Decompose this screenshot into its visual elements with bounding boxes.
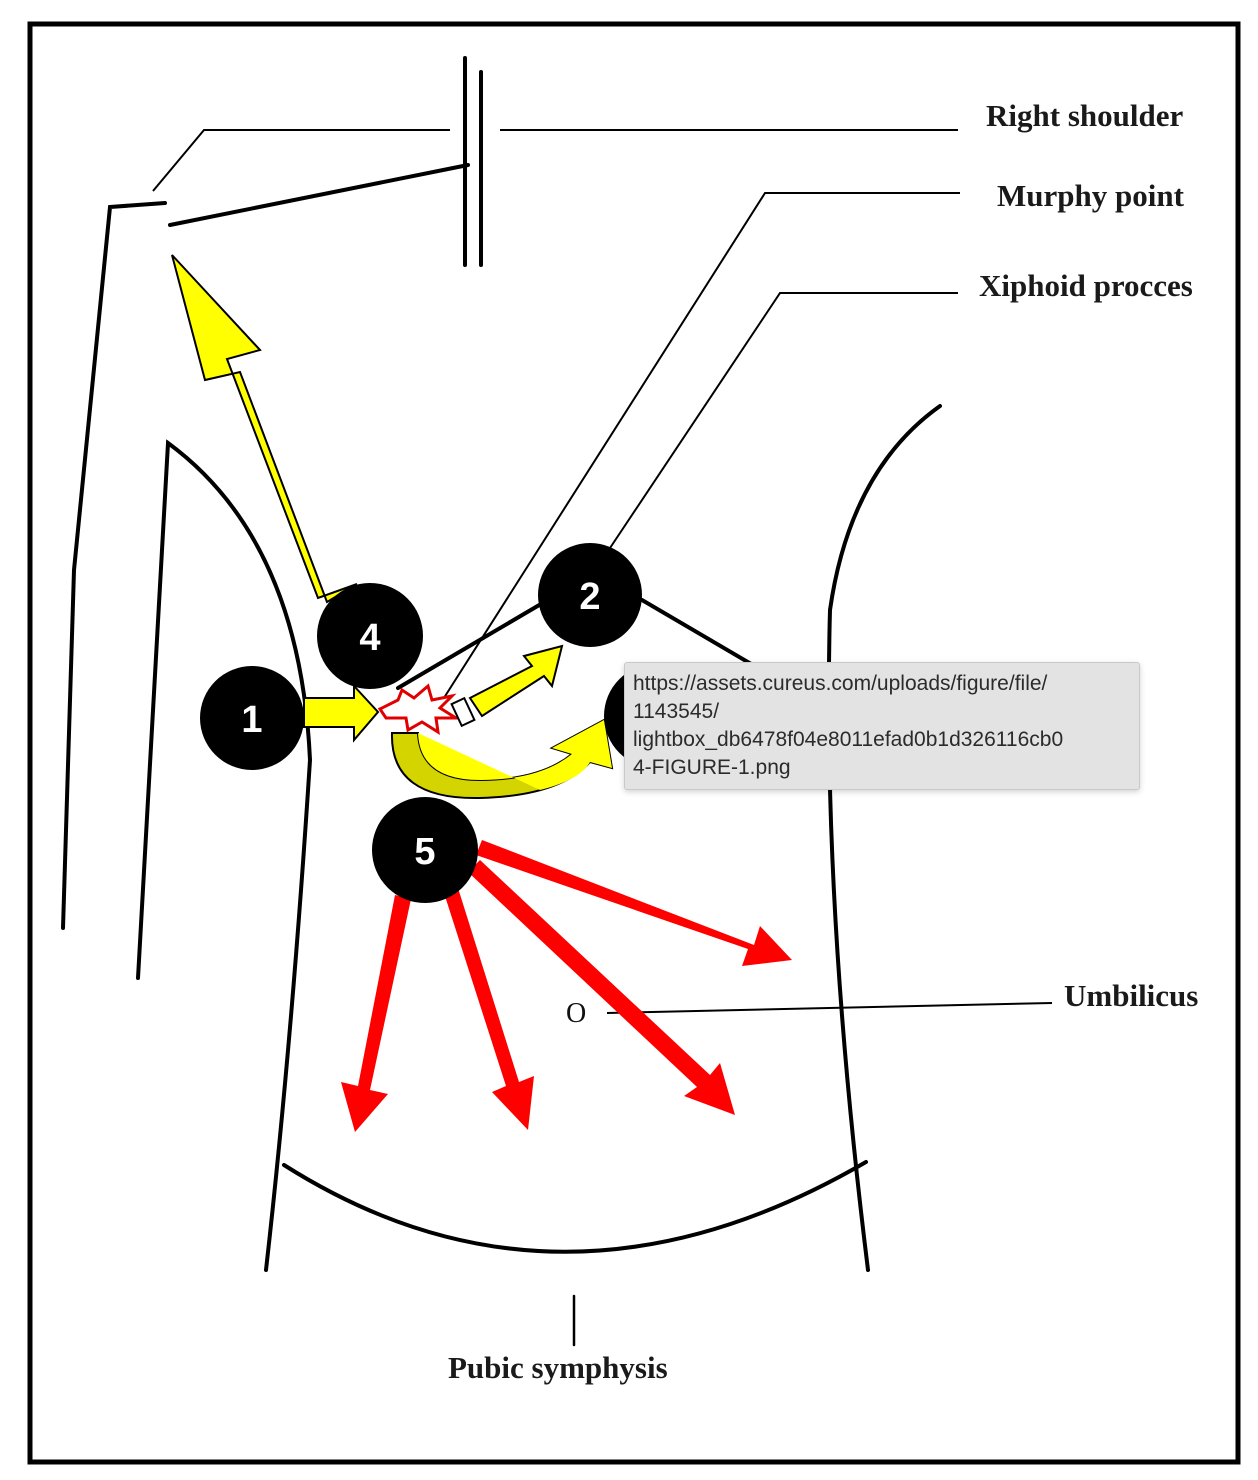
marker-2: 2 — [538, 543, 642, 647]
tooltip-line-4: 4-FIGURE-1.png — [633, 756, 791, 779]
label-pubic-symphysis: Pubic symphysis — [448, 1350, 668, 1385]
arrow-toward-2 — [468, 644, 564, 718]
marker-4: 4 — [317, 583, 423, 689]
body-outline — [61, 56, 942, 1347]
marker-2-label: 2 — [579, 576, 600, 618]
arrow-from-1 — [303, 683, 380, 743]
label-right-shoulder: Right shoulder — [986, 98, 1183, 133]
pain-starburst — [377, 683, 462, 735]
label-murphy-point: Murphy point — [997, 178, 1185, 213]
tooltip-line-2: 1143545/ — [633, 700, 720, 723]
red-arrow-right — [476, 840, 792, 966]
marker-4-label: 4 — [359, 617, 380, 659]
red-arrow-down-right — [468, 860, 735, 1115]
label-xiphoid-process: Xiphoid procces — [979, 268, 1193, 303]
arrow-to-shoulder — [171, 254, 358, 604]
marker-5-label: 5 — [414, 831, 435, 873]
umbilicus-mark: O — [566, 998, 586, 1029]
umbilicus-leader — [606, 1002, 1053, 1014]
arrow-tail-block — [450, 696, 476, 728]
marker-5-circle — [372, 797, 478, 903]
right-arm-outline — [61, 201, 167, 930]
shoulder-leader-left — [152, 129, 450, 192]
label-umbilicus: Umbilicus — [1064, 978, 1198, 1013]
marker-2-circle — [538, 543, 642, 647]
xiphoid-leader — [609, 292, 958, 549]
leader-lines — [152, 129, 1053, 1014]
pelvic-line — [282, 1160, 868, 1254]
marker-5: 5 — [372, 797, 478, 903]
tooltip-line-3: lightbox_db6478f04e8011efad0b1d326116cb0 — [633, 728, 1064, 751]
red-arrow-down — [444, 888, 534, 1130]
clavicle-line — [168, 163, 470, 227]
url-tooltip: https://assets.cureus.com/uploads/figure… — [624, 662, 1140, 790]
marker-1-label: 1 — [241, 699, 262, 741]
curved-arrow-highlight — [418, 720, 612, 790]
marker-1-circle — [200, 666, 304, 770]
costal-margin-right — [396, 592, 560, 690]
marker-4-circle — [317, 583, 423, 689]
marker-1: 1 — [200, 666, 304, 770]
murphy-leader — [434, 192, 960, 713]
tooltip-line-1: https://assets.cureus.com/uploads/figure… — [633, 672, 1048, 695]
red-arrows — [341, 840, 792, 1132]
right-flank-outline — [264, 758, 312, 1272]
red-arrow-down-left — [341, 895, 411, 1132]
